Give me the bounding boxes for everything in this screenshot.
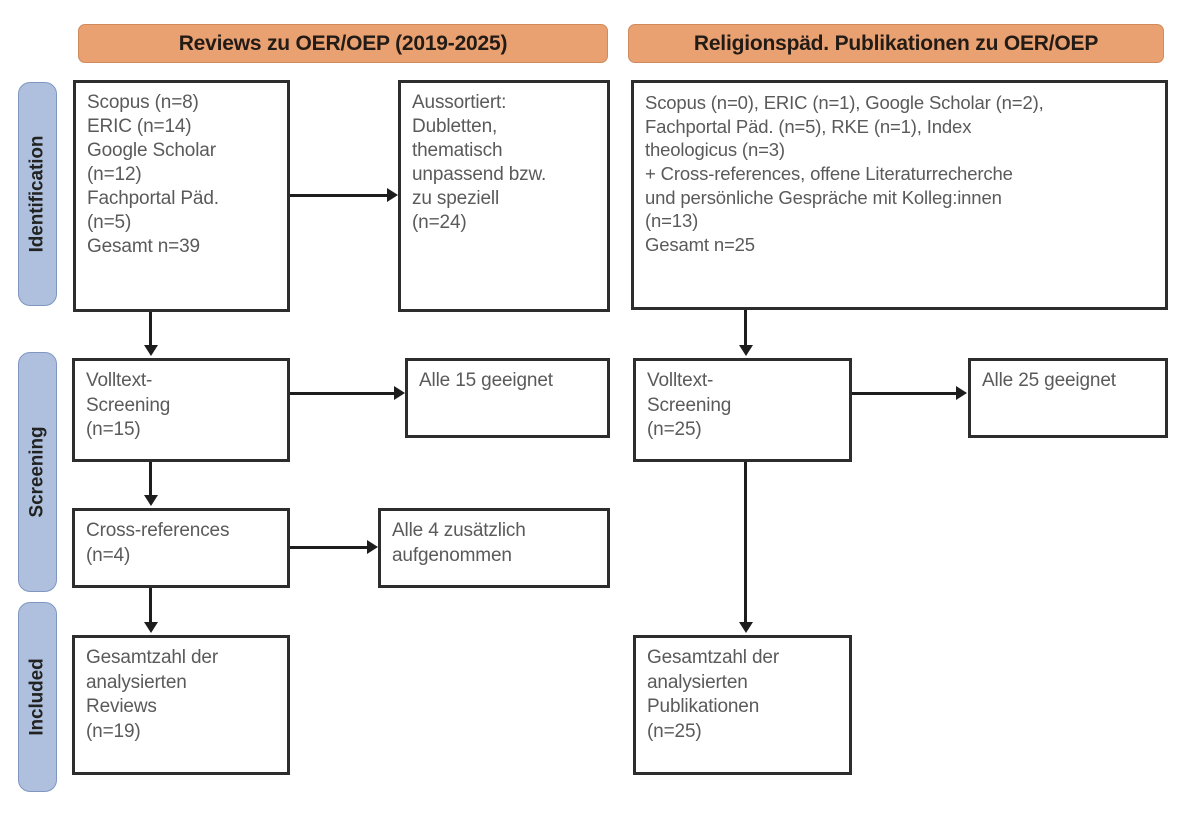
stage-pill-identification-label: Identification [26, 135, 48, 253]
box-left-included-total: Gesamtzahl der analysierten Reviews (n=1… [72, 635, 290, 775]
box-right-sources: Scopus (n=0), ERIC (n=1), Google Scholar… [631, 80, 1168, 310]
box-left-fulltext-result: Alle 15 geeignet [405, 358, 610, 438]
arrowhead-right-fulltext-to-included [739, 622, 753, 633]
stage-pill-identification: Identification [18, 82, 57, 306]
connector-left-sources-to-fulltext [149, 312, 152, 347]
connector-left-crossref-to-included [149, 588, 152, 624]
box-left-excluded: Aussortiert: Dubletten, thematisch unpas… [398, 80, 610, 312]
column-header-religionspaed-label: Religionspäd. Publikationen zu OER/OEP [693, 31, 1099, 55]
column-header-religionspaed: Religionspäd. Publikationen zu OER/OEP [628, 24, 1164, 63]
box-right-fulltext-screening: Volltext- Screening (n=25) [633, 358, 852, 462]
box-left-crossreferences: Cross-references (n=4) [72, 508, 290, 588]
connector-left-fulltext-to-result [290, 392, 396, 395]
column-header-reviews-label: Reviews zu OER/OEP (2019-2025) [178, 31, 508, 55]
arrowhead-left-crossref-to-result [367, 540, 378, 554]
arrowhead-left-crossref-to-included [144, 622, 158, 633]
connector-right-fulltext-to-result [852, 392, 958, 395]
box-right-included-total: Gesamtzahl der analysierten Publikatione… [633, 635, 852, 775]
box-left-sources: Scopus (n=8) ERIC (n=14) Google Scholar … [73, 80, 290, 312]
stage-pill-screening: Screening [18, 352, 57, 592]
connector-right-fulltext-to-included [744, 462, 747, 624]
connector-right-sources-to-fulltext [744, 310, 747, 347]
stage-pill-included: Included [18, 602, 57, 792]
arrowhead-left-sources-to-excluded [387, 188, 398, 202]
arrowhead-left-fulltext-to-result [394, 386, 405, 400]
connector-left-crossref-to-result [290, 546, 369, 549]
stage-pill-included-label: Included [26, 658, 48, 736]
arrowhead-left-fulltext-to-crossref [144, 495, 158, 506]
box-left-crossreferences-result: Alle 4 zusätzlich aufgenommen [378, 508, 610, 588]
arrowhead-right-fulltext-to-result [956, 386, 967, 400]
connector-left-fulltext-to-crossref [149, 462, 152, 497]
box-right-fulltext-result: Alle 25 geeignet [968, 358, 1168, 438]
arrowhead-left-sources-to-fulltext [144, 345, 158, 356]
box-left-fulltext-screening: Volltext- Screening (n=15) [72, 358, 290, 462]
arrowhead-right-sources-to-fulltext [739, 345, 753, 356]
stage-pill-screening-label: Screening [26, 426, 48, 518]
column-header-reviews: Reviews zu OER/OEP (2019-2025) [78, 24, 608, 63]
connector-left-sources-to-excluded [290, 194, 388, 197]
